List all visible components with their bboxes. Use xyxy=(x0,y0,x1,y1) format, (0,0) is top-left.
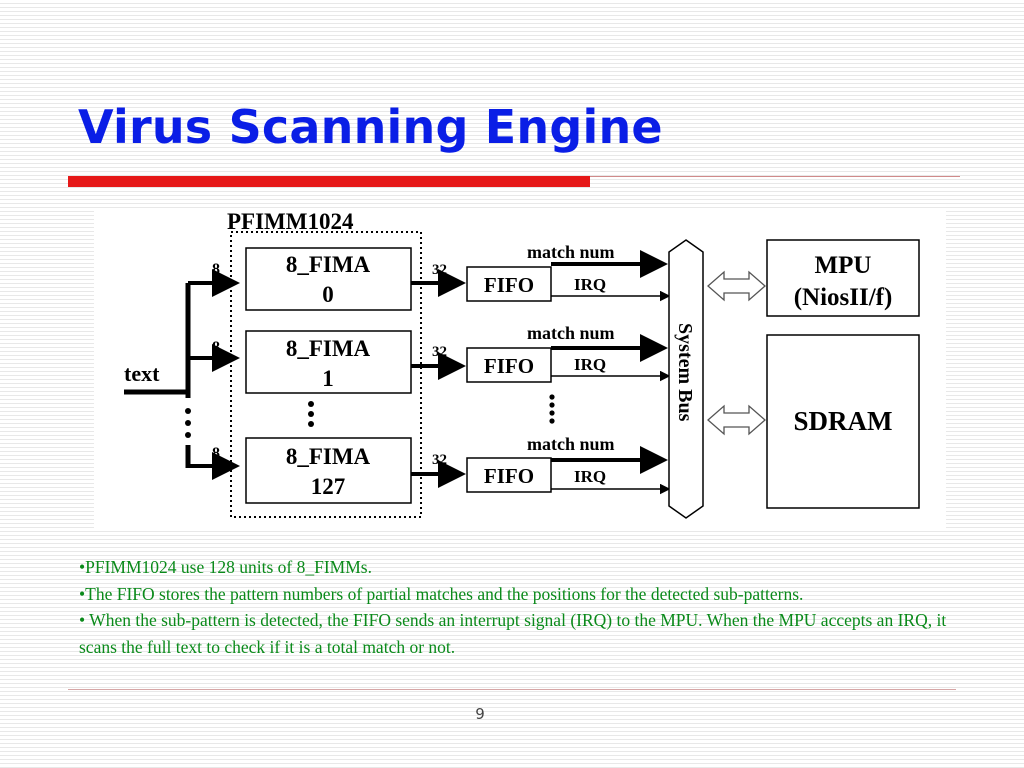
fima-unit-0 xyxy=(245,247,412,311)
output-width-label: 32 xyxy=(432,452,447,468)
fima-unit-name: 8_FIMA xyxy=(286,252,371,277)
distribution-dot xyxy=(185,432,191,438)
irq-label: IRQ xyxy=(574,355,606,374)
pfimm-title: PFIMM1024 xyxy=(227,209,354,234)
input-width-label: 8 xyxy=(212,339,220,356)
fima-unit-index: 0 xyxy=(322,282,334,307)
output-width-label: 32 xyxy=(432,262,447,278)
fima-unit-index: 127 xyxy=(311,474,346,499)
pfimm-container xyxy=(230,231,422,518)
system-bus-label: System Bus xyxy=(674,323,696,422)
ellipsis-dot xyxy=(549,418,555,424)
output-width-label: 32 xyxy=(432,344,447,360)
bullet-item: •PFIMM1024 use 128 units of 8_FIMMs. xyxy=(79,557,372,577)
title-accent-bar xyxy=(68,176,590,187)
fima-unit-index: 1 xyxy=(322,366,334,391)
distribution-dot xyxy=(185,420,191,426)
fima-unit-name: 8_FIMA xyxy=(286,336,371,361)
fima-unit-127 xyxy=(245,437,412,504)
sdram-box xyxy=(766,334,920,509)
fifo-label: FIFO xyxy=(484,273,534,297)
sdram-label: SDRAM xyxy=(794,406,893,436)
bullet-item: •The FIFO stores the pattern numbers of … xyxy=(79,583,804,604)
bus-sdram-double-arrow xyxy=(707,404,766,436)
ellipsis-dot xyxy=(549,394,555,400)
bullet-list: •PFIMM1024 use 128 units of 8_FIMMs. •Th… xyxy=(79,554,959,660)
bus-mpu-double-arrow xyxy=(707,270,766,302)
fifo-box xyxy=(466,457,552,493)
input-width-label: 8 xyxy=(212,445,220,462)
slide-title: Virus Scanning Engine xyxy=(78,100,663,154)
ellipsis-dot xyxy=(308,411,314,417)
match-num-label: match num xyxy=(527,323,615,343)
title-rule-line xyxy=(590,176,960,177)
distribution-dot xyxy=(185,408,191,414)
irq-label: IRQ xyxy=(574,467,606,486)
fifo-box xyxy=(466,266,552,302)
text-input-label: text xyxy=(124,361,160,386)
architecture-diagram: PFIMM1024 text 8 8 8 8_FIMA 0 8_FIMA 1 8… xyxy=(94,208,946,530)
page-number: 9 xyxy=(475,705,485,723)
fifo-box xyxy=(466,347,552,383)
match-num-label: match num xyxy=(527,242,615,262)
system-bus xyxy=(668,239,704,519)
match-num-label: match num xyxy=(527,434,615,454)
footer-rule xyxy=(68,689,956,690)
fima-unit-name: 8_FIMA xyxy=(286,444,371,469)
mpu-box xyxy=(766,239,920,317)
mpu-label: MPU xyxy=(815,252,872,279)
fima-unit-1 xyxy=(245,330,412,394)
input-width-label: 8 xyxy=(212,261,220,278)
mpu-label-sub: (NiosII/f) xyxy=(794,284,893,311)
irq-label: IRQ xyxy=(574,275,606,294)
fifo-label: FIFO xyxy=(484,464,534,488)
ellipsis-dot xyxy=(308,401,314,407)
ellipsis-dot xyxy=(549,402,555,408)
bullet-item: • When the sub-pattern is detected, the … xyxy=(79,610,947,657)
fifo-label: FIFO xyxy=(484,354,534,378)
ellipsis-dot xyxy=(308,421,314,427)
ellipsis-dot xyxy=(549,410,555,416)
